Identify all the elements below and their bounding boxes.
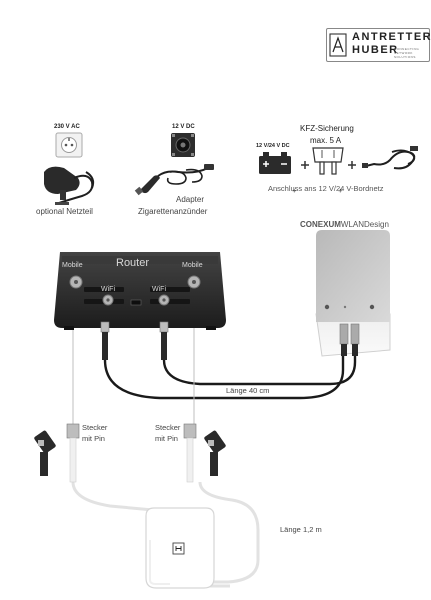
power-supply-icon xyxy=(44,166,95,205)
wifi-plug-right xyxy=(159,321,169,360)
ah-monogram-icon xyxy=(329,33,347,57)
fuse-icon xyxy=(312,147,344,175)
mobile-plug-right xyxy=(183,423,226,483)
plug-left-label-1: Stecker xyxy=(82,423,108,432)
wlan-antenna-brand: CONEXUMWLANDesign xyxy=(300,220,389,229)
cigarette-lighter-label: Zigarettenanzünder xyxy=(138,207,208,216)
router-port-wifi-left-label: WiFi xyxy=(101,286,115,293)
dc-voltage-label: 12 V DC xyxy=(172,124,195,130)
plug-right-label-1: Stecker xyxy=(155,423,181,432)
vehicle-connection-caption: Anschluss ans 12 V/24 V-Bordnetz xyxy=(268,184,384,193)
port-wifi-right xyxy=(158,294,170,306)
router-port-mobile-right-label: Mobile xyxy=(182,262,203,269)
wlan-brand-light: WLANDesign xyxy=(340,220,389,229)
brand-logo xyxy=(326,28,430,62)
wlan-cables xyxy=(103,345,357,400)
fuse-rating: max. 5 A xyxy=(310,136,342,145)
ac-voltage-label: 230 V AC xyxy=(54,124,80,130)
plus-sign-1: + xyxy=(292,186,297,195)
mobile-cable-length-label: Länge 1,2 m xyxy=(280,525,322,534)
dc-socket-icon xyxy=(171,133,195,157)
psu-label: optional Netzteil xyxy=(36,207,93,216)
mobile-plug-left xyxy=(34,423,80,483)
port-mobile-left xyxy=(69,275,83,289)
wlan-antenna-device xyxy=(315,230,391,357)
cigarette-adapter-icon xyxy=(134,164,214,196)
car-power-cable-icon xyxy=(362,146,418,170)
brand-line-2: HUBER xyxy=(352,44,399,56)
battery-icon xyxy=(259,152,291,174)
wall-socket-icon xyxy=(55,132,83,158)
brand-tagline: CONNECTING NETWORK SOLUTIONS xyxy=(394,47,420,59)
router-port-wifi-right-label: WiFi xyxy=(152,286,166,293)
battery-voltage-label: 12 V/24 V DC xyxy=(256,143,290,149)
wlan-brand-bold: CONEXUM xyxy=(300,220,341,229)
port-mobile-right xyxy=(187,275,201,289)
plus-icon-1 xyxy=(301,161,309,169)
wifi-plug-left xyxy=(100,321,110,360)
plus-icon-2 xyxy=(348,161,356,169)
plus-sign-2: + xyxy=(338,186,343,195)
adapter-label: Adapter xyxy=(176,195,205,204)
router-device xyxy=(54,252,226,330)
ah-logo-icon xyxy=(172,542,185,555)
brand-line-1: ANTRETTER xyxy=(352,31,431,43)
plug-left-label-2: mit Pin xyxy=(82,434,105,443)
plug-right-label-2: mit Pin xyxy=(155,434,178,443)
router-title: Router xyxy=(116,257,150,269)
wlan-cable-length-label: Länge 40 cm xyxy=(226,386,270,395)
port-wifi-left xyxy=(102,294,114,306)
router-port-mobile-left-label: Mobile xyxy=(62,262,83,269)
fuse-title: KFZ-Sicherung xyxy=(300,124,354,133)
